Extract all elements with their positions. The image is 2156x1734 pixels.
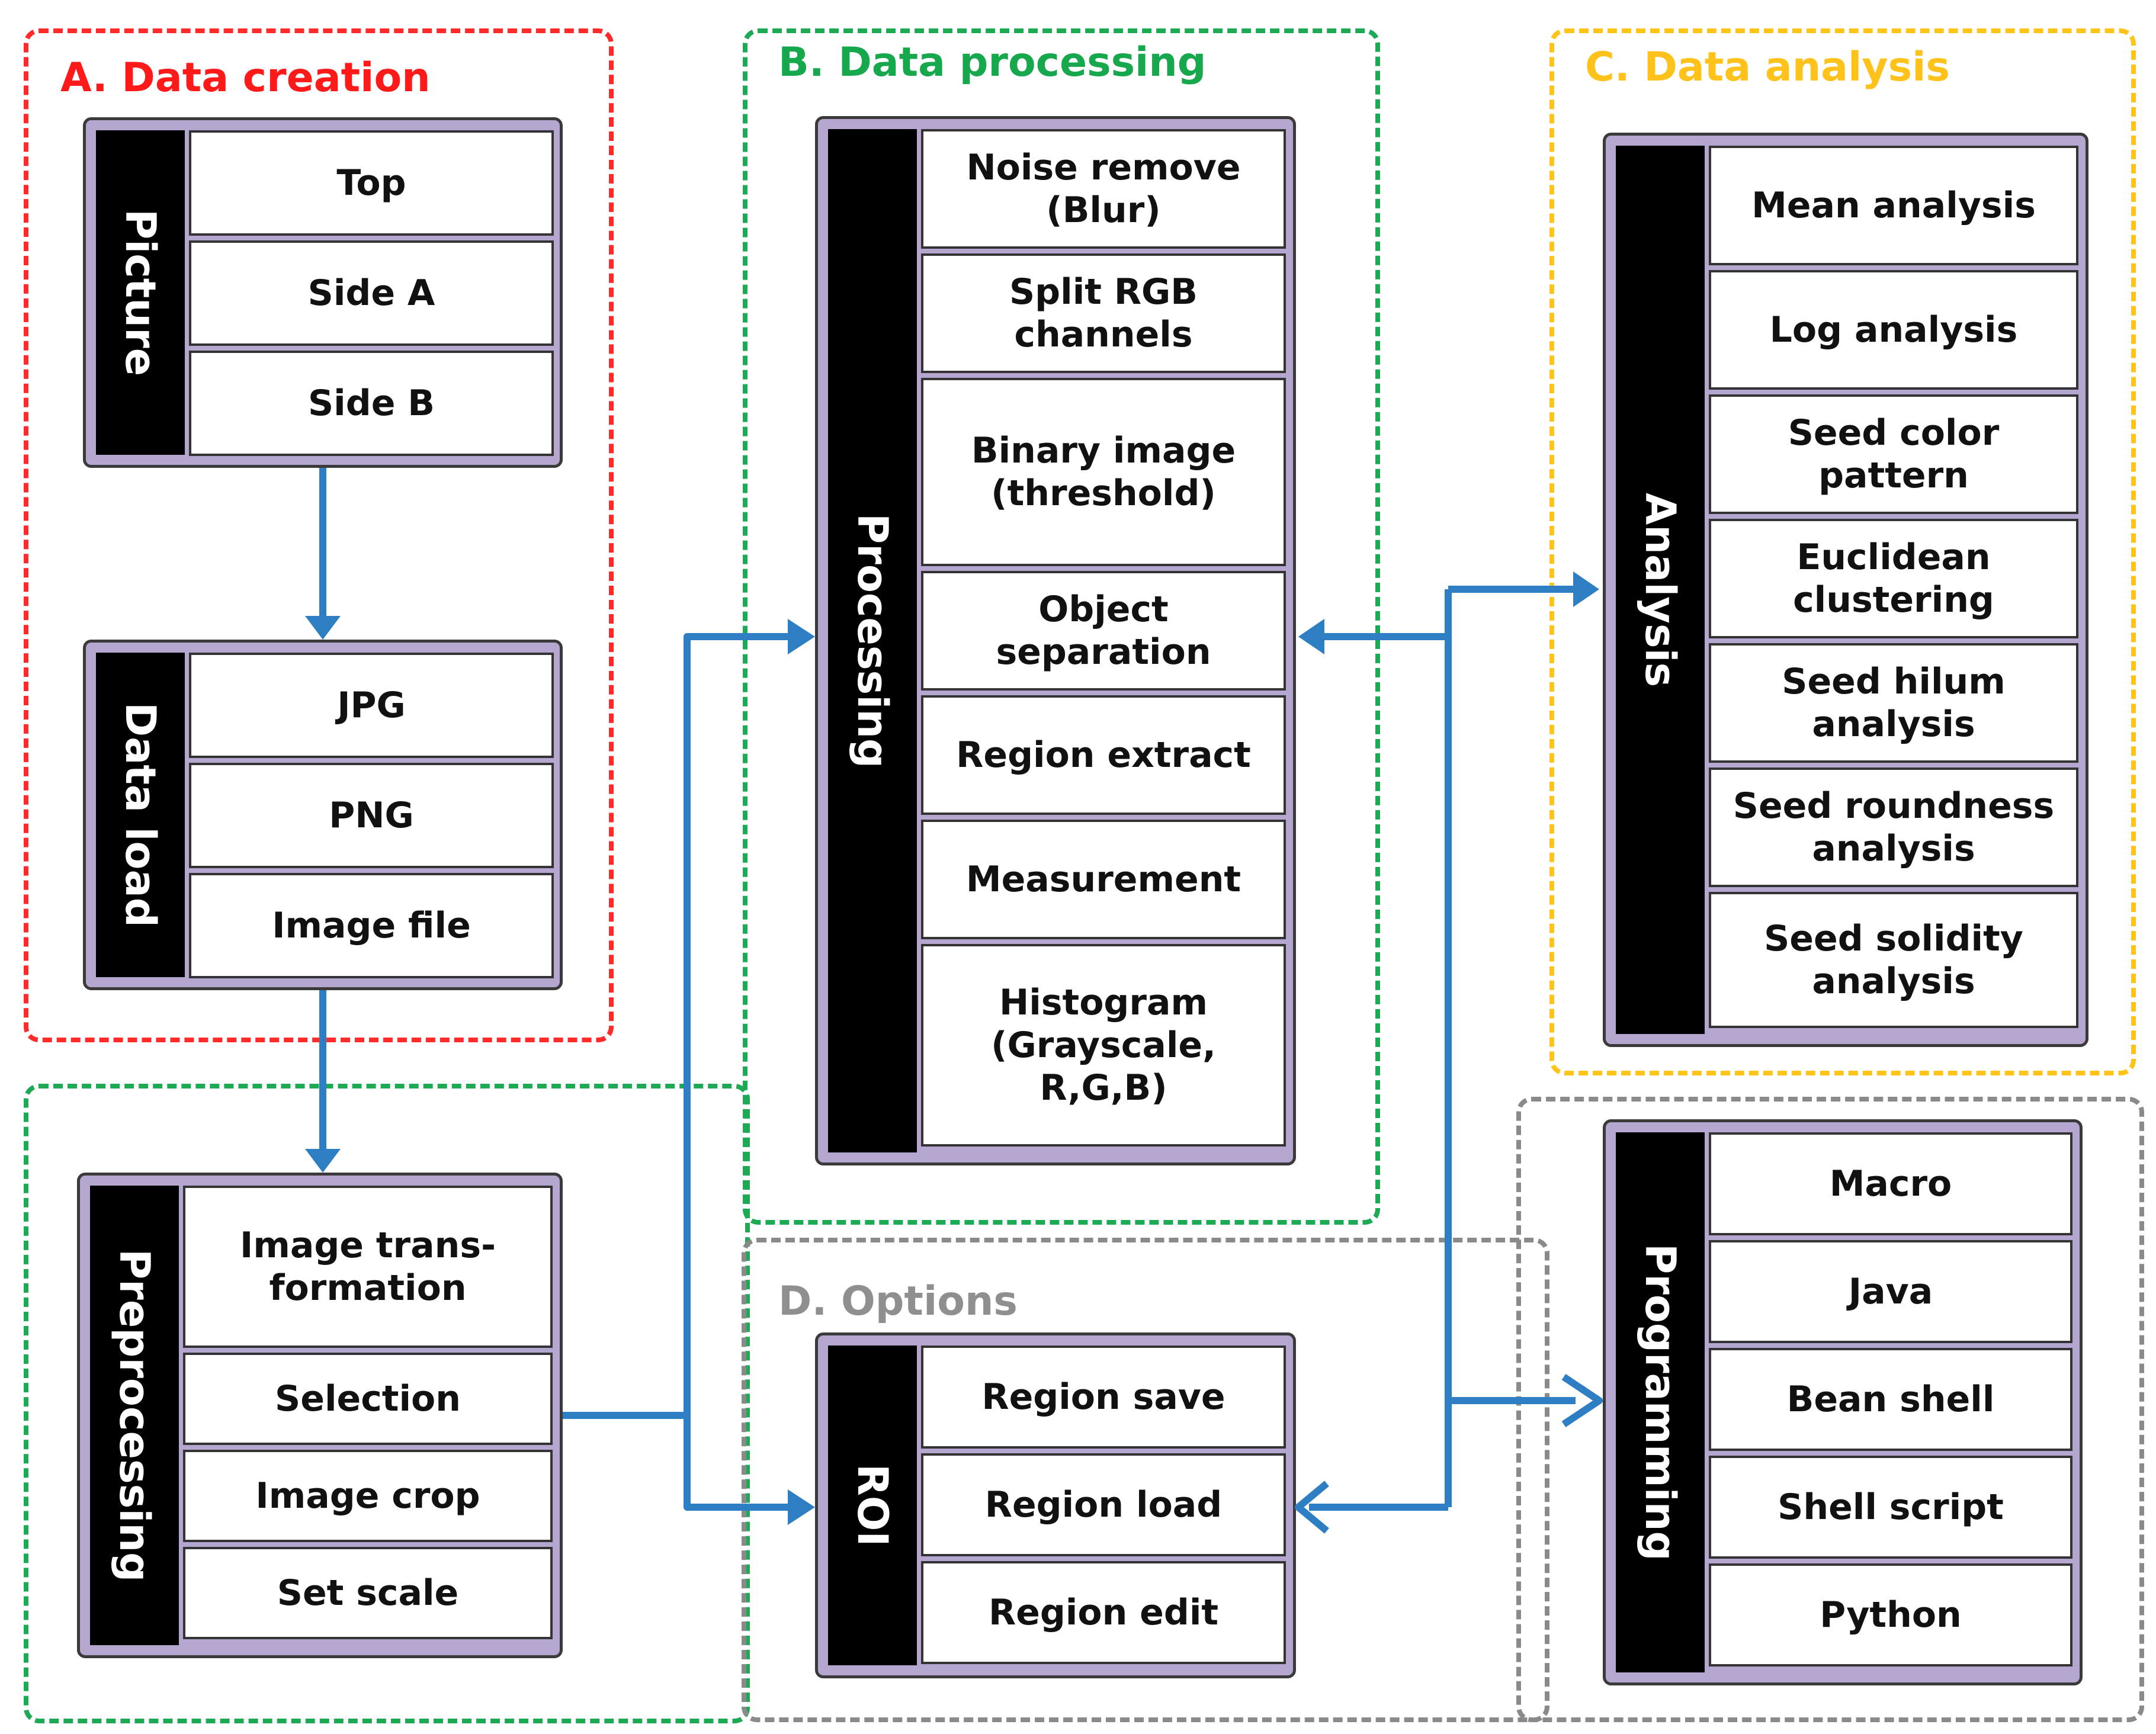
analysis-item-log: Log analysis (1709, 270, 2078, 390)
processing-item-histogram: Histogram (Grayscale, R,G,B) (921, 944, 1286, 1147)
group-programming: Programming Macro Java Bean shell Shell … (1603, 1119, 2083, 1685)
processing-label-bar: Processing (828, 129, 917, 1152)
section-frame-data-creation (24, 28, 614, 1042)
picture-item-top: Top (189, 130, 554, 236)
preprocessing-item-set-scale: Set scale (183, 1547, 553, 1639)
processing-item-region-extract: Region extract (921, 695, 1286, 815)
programming-item-shell-script: Shell script (1709, 1456, 2072, 1559)
picture-label: Picture (116, 208, 165, 377)
roi-label: ROI (848, 1464, 897, 1547)
processing-label: Processing (848, 513, 897, 769)
arrow-to-roi (684, 1415, 794, 1511)
processing-item-binary-image: Binary image (threshold) (921, 378, 1286, 566)
analysis-item-seed-roundness: Seed roundness analysis (1709, 768, 2078, 887)
group-analysis: Analysis Mean analysis Log analysis Seed… (1603, 133, 2088, 1047)
data-load-label: Data load (116, 702, 165, 927)
analysis-item-mean: Mean analysis (1709, 146, 2078, 265)
section-frame-options (742, 1238, 1549, 1722)
analysis-item-seed-solidity: Seed solidity analysis (1709, 892, 2078, 1028)
programming-item-python: Python (1709, 1563, 2072, 1666)
picture-item-side-b: Side B (189, 351, 554, 456)
programming-item-macro: Macro (1709, 1132, 2072, 1235)
preprocessing-item-image-crop: Image crop (183, 1450, 553, 1542)
roi-item-region-save: Region save (921, 1346, 1286, 1449)
arrowhead-processing-in (788, 619, 815, 654)
section-frame-data-processing-top (743, 28, 1380, 1225)
group-roi: ROI Region save Region load Region edit (815, 1332, 1296, 1678)
data-load-item-png: PNG (189, 763, 554, 868)
group-processing: Processing Noise remove (Blur) Split RGB… (815, 116, 1296, 1165)
analysis-item-seed-color-pattern: Seed color pattern (1709, 394, 2078, 514)
arrowhead-analysis-in (1573, 571, 1599, 607)
group-picture: Picture Top Side A Side B (83, 117, 563, 468)
arrowhead-data-load (305, 616, 341, 640)
analysis-item-seed-hilum: Seed hilum analysis (1709, 643, 2078, 763)
analysis-label: Analysis (1636, 492, 1685, 688)
section-title-options: D. Options (770, 1282, 1026, 1322)
programming-label-bar: Programming (1616, 1132, 1705, 1672)
programming-item-java: Java (1709, 1240, 2072, 1343)
data-load-item-image-file: Image file (189, 873, 554, 978)
section-title-data-analysis: C. Data analysis (1577, 47, 1958, 88)
data-load-label-bar: Data load (96, 653, 185, 977)
preprocessing-label: Preprocessing (110, 1248, 159, 1582)
processing-item-split-rgb: Split RGB channels (921, 253, 1286, 373)
processing-item-measurement: Measurement (921, 820, 1286, 939)
preprocessing-label-bar: Preprocessing (90, 1186, 179, 1645)
arrowhead-processing-back (1298, 619, 1324, 654)
arrowhead-programming-in (1561, 1374, 1603, 1427)
arrowhead-preprocessing (305, 1149, 341, 1173)
roi-label-bar: ROI (828, 1346, 917, 1665)
section-title-data-processing: B. Data processing (770, 43, 1215, 83)
arrowhead-roi-back (1295, 1481, 1329, 1534)
arrowhead-roi-in (788, 1489, 815, 1525)
data-load-item-jpg: JPG (189, 653, 554, 758)
programming-label: Programming (1636, 1244, 1685, 1561)
roi-item-region-edit: Region edit (921, 1561, 1286, 1664)
section-frame-options-right (1516, 1097, 2144, 1722)
roi-item-region-load: Region load (921, 1453, 1286, 1556)
arrow-to-processing (684, 633, 794, 1415)
processing-item-noise-remove: Noise remove (Blur) (921, 129, 1286, 249)
picture-label-bar: Picture (96, 130, 185, 455)
section-frame-data-processing-bottom (24, 1084, 750, 1723)
programming-item-bean-shell: Bean shell (1709, 1348, 2072, 1451)
processing-item-object-separation: Object separation (921, 571, 1286, 691)
section-title-data-creation: A. Data creation (52, 58, 439, 98)
picture-item-side-a: Side A (189, 240, 554, 346)
analysis-item-euclidean-clustering: Euclidean clustering (1709, 519, 2078, 638)
analysis-label-bar: Analysis (1616, 146, 1705, 1034)
group-data-load: Data load JPG PNG Image file (83, 640, 563, 990)
section-frame-data-analysis (1549, 28, 2136, 1075)
preprocessing-item-image-transformation: Image trans- formation (183, 1186, 553, 1348)
preprocessing-item-selection: Selection (183, 1353, 553, 1445)
group-preprocessing: Preprocessing Image trans- formation Sel… (77, 1173, 563, 1658)
